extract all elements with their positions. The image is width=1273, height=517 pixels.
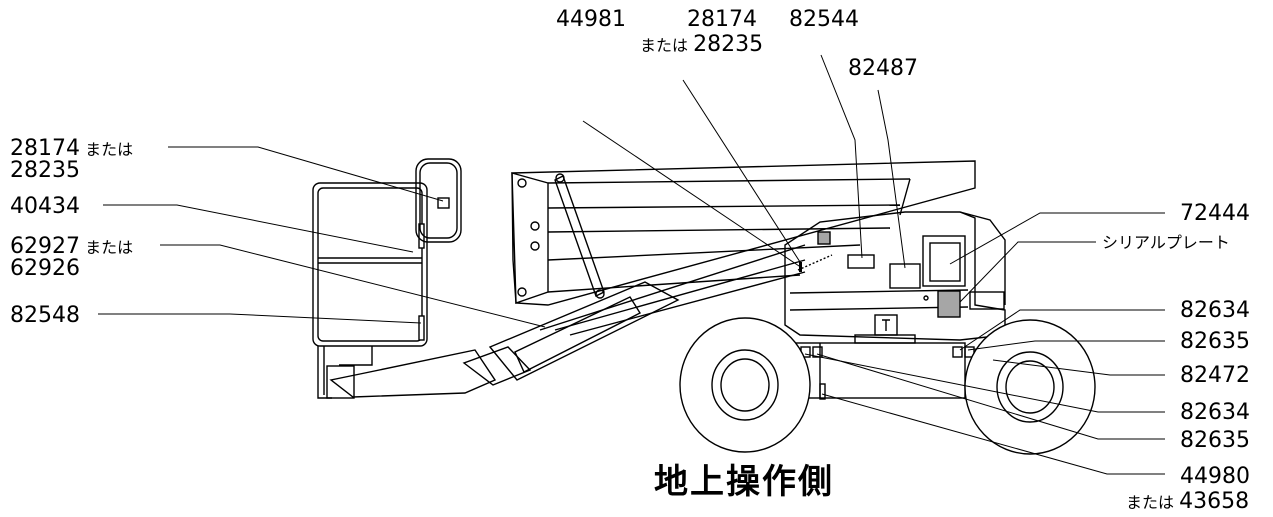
callout-44981: 44981 — [556, 7, 626, 32]
callout-or-43658: または 43658 — [1126, 491, 1249, 513]
label-or: または — [1126, 493, 1175, 512]
rear-wheel — [964, 319, 1096, 455]
callout-82548: 82548 — [10, 303, 80, 328]
platform-control-box — [415, 158, 462, 243]
callout-44980: 44980 — [1180, 464, 1250, 489]
callout-28235-platform: 28235 — [10, 158, 80, 183]
callout-82544: 82544 — [789, 7, 859, 32]
front-wheel — [679, 317, 811, 453]
boom-assembly — [329, 244, 806, 398]
label-or: または — [640, 36, 689, 55]
callout-serial-plate: シリアルプレート — [1102, 233, 1230, 252]
callout-62927-or: 62927 または — [10, 236, 133, 258]
main-boom — [511, 160, 976, 306]
callout-40434: 40434 — [10, 194, 80, 219]
label-or: または — [85, 140, 134, 159]
callout-28174-top: 28174 — [687, 7, 757, 32]
callout-62926: 62926 — [10, 256, 80, 281]
label-or: または — [85, 238, 134, 257]
turntable-hood — [784, 211, 1006, 344]
label-number: 62927 — [10, 234, 80, 259]
callout-or-28235-top: または 28235 — [640, 34, 763, 56]
label-number: 28235 — [693, 32, 764, 57]
label-number: 28174 — [10, 136, 80, 161]
leader-lines — [98, 54, 1165, 475]
callout-82634-lower: 82634 — [1180, 400, 1250, 425]
callout-82634-upper: 82634 — [1180, 298, 1250, 323]
diagram-caption: 地上操作側 — [654, 462, 834, 502]
callout-28174-or-28235-platform: 28174 または — [10, 138, 133, 160]
platform-basket — [312, 182, 428, 399]
callout-72444: 72444 — [1180, 201, 1250, 226]
callout-82635-lower: 82635 — [1180, 428, 1250, 453]
label-number: 43658 — [1179, 489, 1250, 514]
callout-82472: 82472 — [1180, 363, 1250, 388]
callout-82487: 82487 — [848, 56, 918, 81]
callout-82635-upper: 82635 — [1180, 329, 1250, 354]
